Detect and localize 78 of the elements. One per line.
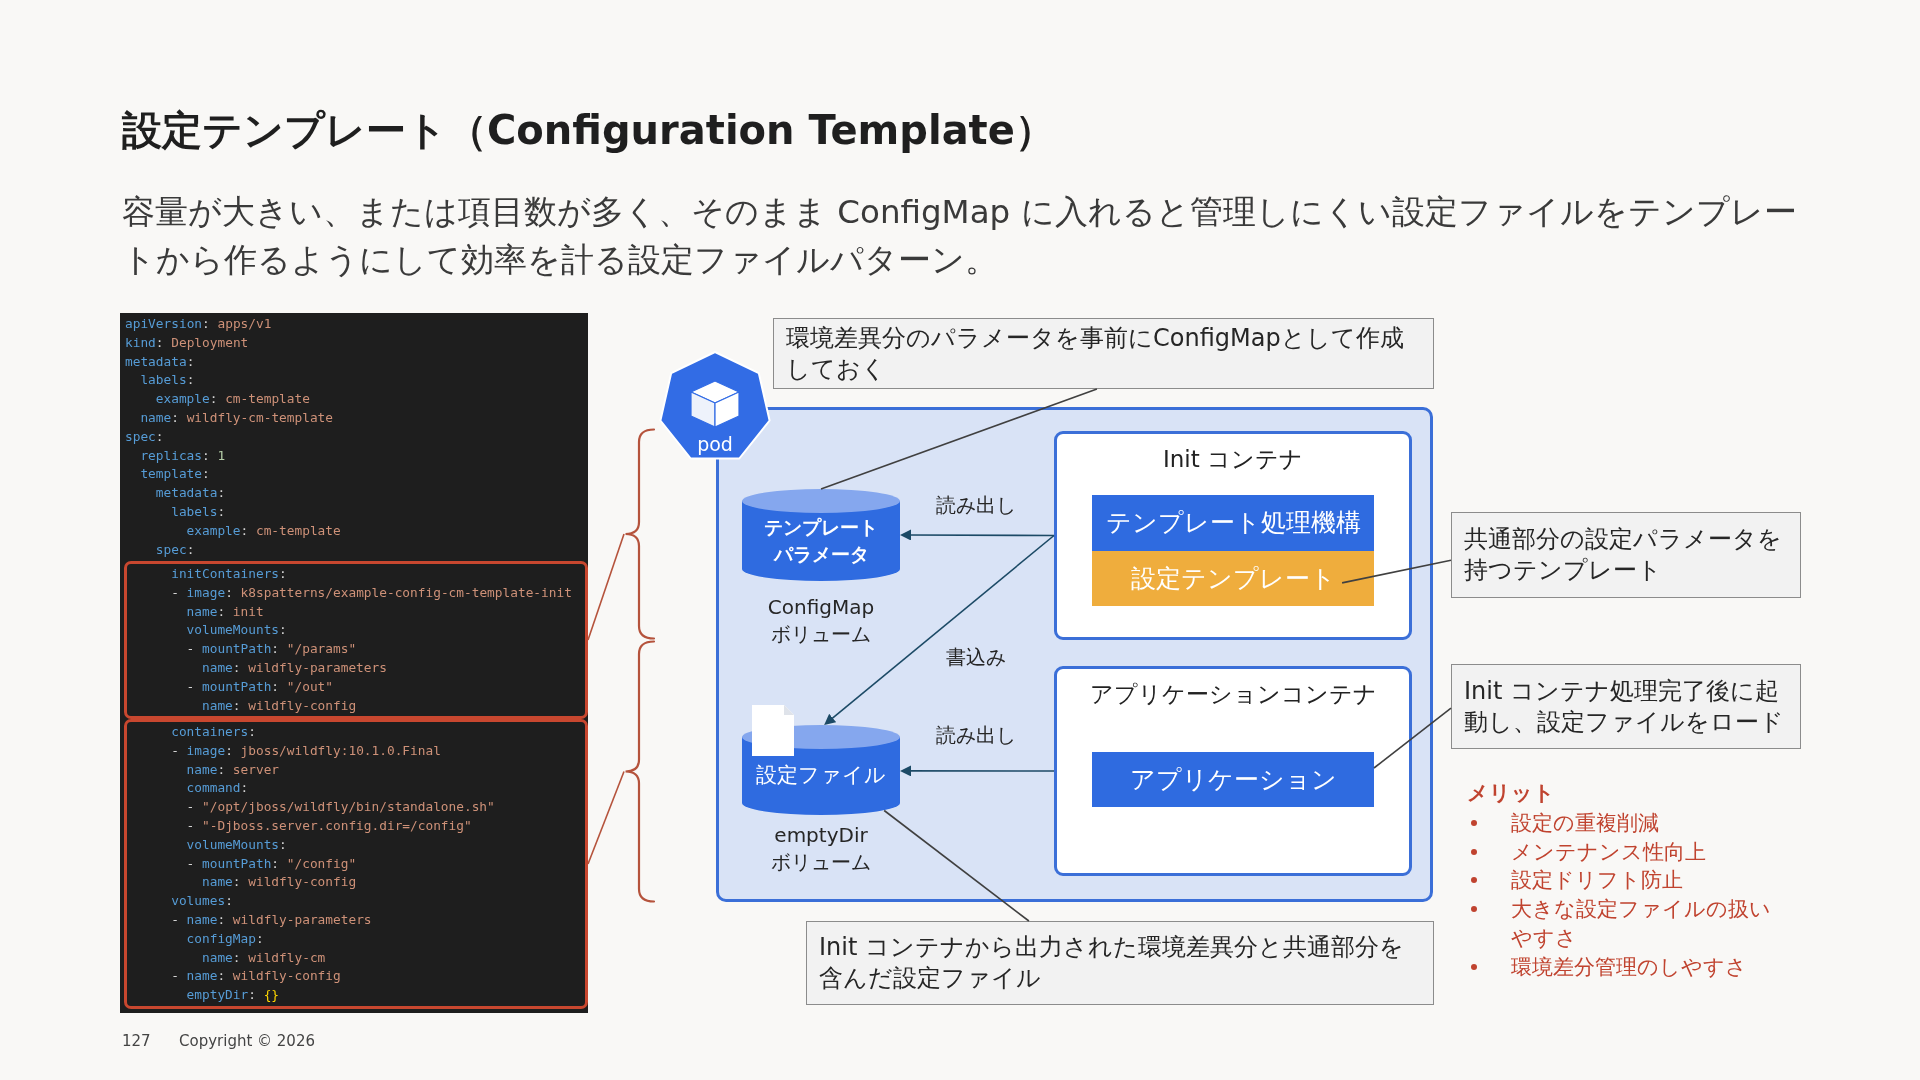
code-line: name: server xyxy=(186,760,280,779)
callout-box: Init コンテナ処理完了後に起動し、設定ファイルをロード xyxy=(1451,664,1801,749)
code-line: volumes: xyxy=(171,892,233,911)
code-line: - name: wildfly-config xyxy=(171,967,341,986)
container-box xyxy=(1054,431,1412,640)
code-line: initContainers: xyxy=(171,565,287,583)
callout-box: Init コンテナから出力された環境差異分と共通部分を含んだ設定ファイル xyxy=(806,921,1434,1005)
code-line: - image: jboss/wildfly:10.1.0.Final xyxy=(171,741,441,760)
code-line: name: wildfly-config xyxy=(202,873,357,892)
code-line: replicas: 1 xyxy=(140,446,226,465)
code-line: name: wildfly-parameters xyxy=(202,659,387,677)
volume-caption: emptyDir ボリューム xyxy=(770,822,872,876)
code-line: configMap: xyxy=(186,929,264,948)
bullet-text: メンテナンス性向上 xyxy=(1511,838,1707,866)
code-line: command: xyxy=(186,779,249,798)
code-line: - name: wildfly-parameters xyxy=(171,911,372,929)
code-line: name: init xyxy=(186,602,264,621)
code-line: template: xyxy=(140,465,210,484)
code-panel xyxy=(120,313,588,1013)
code-line: metadata: xyxy=(125,352,195,371)
code-line: name: wildfly-cm-template xyxy=(140,409,334,427)
curly-bracket xyxy=(624,428,656,640)
page-number: 127 xyxy=(122,1031,151,1051)
callout-box: 環境差異分のパラメータを事前にConfigMapとして作成しておく xyxy=(773,318,1434,389)
badge-label: pod xyxy=(697,432,733,456)
code-line: containers: xyxy=(171,723,256,741)
bullet-text: 大きな設定ファイルの扱いやすさ xyxy=(1511,896,1772,952)
code-line: example: cm-template xyxy=(155,390,310,409)
leader-line xyxy=(1341,559,1452,584)
code-line: - mountPath: "/out" xyxy=(186,677,333,696)
code-line: metadata: xyxy=(155,484,226,503)
copyright-text: Copyright © 2026 xyxy=(179,1031,315,1051)
code-line: name: wildfly-config xyxy=(202,696,357,715)
code-line: - mountPath: "/params" xyxy=(186,640,357,659)
code-line: - "/opt/jboss/wildfly/bin/standalone.sh" xyxy=(186,798,495,817)
container-title: Init コンテナ xyxy=(1162,445,1304,474)
bullet-text: 設定の重複削減 xyxy=(1511,810,1660,837)
code-line: volumeMounts: xyxy=(186,835,287,854)
subtitle: 容量が大きい、または項目数が多く、そのまま ConfigMap に入れると管理しにくい設定ファイルをテンプレートから作るようにして効率を計る設定ファイルパターン。 xyxy=(122,192,1798,281)
volume-caption: ConfigMap ボリューム xyxy=(766,594,876,648)
code-highlight-box xyxy=(124,719,588,1009)
code-line: labels: xyxy=(171,503,226,521)
component-bar: テンプレート処理機構 xyxy=(1092,495,1374,551)
component-bar: 設定テンプレート xyxy=(1092,551,1374,606)
container-box xyxy=(1054,666,1412,876)
storage-cylinder xyxy=(742,725,900,815)
code-line: - mountPath: "/config" xyxy=(186,854,357,873)
container-title: アプリケーションコンテナ xyxy=(1089,680,1377,709)
code-line: kind: Deployment xyxy=(125,333,249,352)
arrow xyxy=(900,765,1055,777)
bullet-text: 環境差分管理のしやすさ xyxy=(1511,953,1748,981)
code-line: labels: xyxy=(140,371,195,390)
storage-cylinder xyxy=(742,489,900,581)
leader-line xyxy=(1373,707,1452,769)
cylinder-label: テンプレートパラメータ xyxy=(763,515,879,567)
code-line: example: cm-template xyxy=(186,521,341,540)
leader-line xyxy=(587,533,625,641)
code-line: - "-Djboss.server.config.dir=/config" xyxy=(186,817,472,835)
code-line: spec: xyxy=(125,427,164,446)
code-line: volumeMounts: xyxy=(186,621,287,640)
slide-title: 設定テンプレート（Configuration Template） xyxy=(122,106,1055,155)
curly-bracket xyxy=(624,640,656,903)
callout-box: 共通部分の設定パラメータを持つテンプレート xyxy=(1451,512,1801,598)
leader-line xyxy=(883,809,1030,922)
leader-line xyxy=(587,770,625,865)
code-highlight-box xyxy=(124,561,588,719)
component-bar: アプリケーション xyxy=(1092,752,1374,807)
arrow xyxy=(824,534,1055,725)
leader-line xyxy=(820,388,1098,490)
bullet-text: 設定ドリフト防止 xyxy=(1511,867,1684,895)
code-line: emptyDir: {} xyxy=(186,986,280,1005)
code-line: apiVersion: apps/v1 xyxy=(125,315,272,333)
arrow xyxy=(900,529,1055,541)
code-line: - image: k8spatterns/example-config-cm-template-init xyxy=(171,583,572,602)
merits-heading: メリット xyxy=(1467,780,1555,807)
cylinder-label: 設定ファイル xyxy=(756,762,886,789)
code-line: spec: xyxy=(155,540,195,559)
code-line: name: wildfly-cm xyxy=(202,948,326,967)
